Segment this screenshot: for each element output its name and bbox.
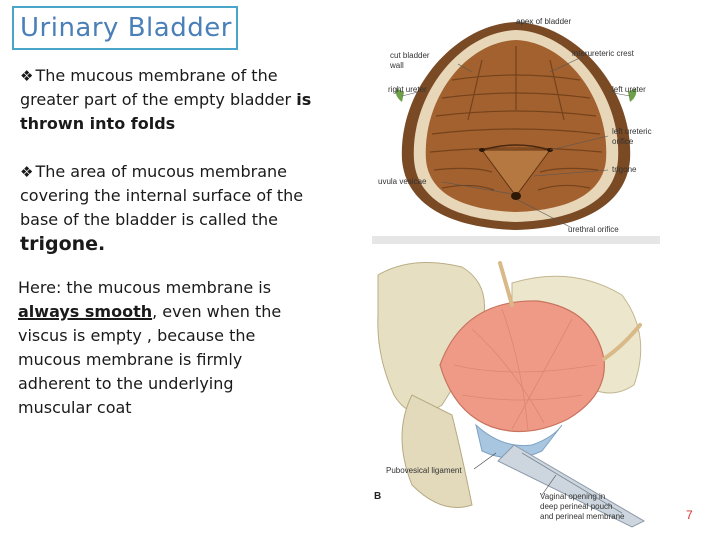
title-box: Urinary Bladder — [12, 6, 238, 50]
label-left-ureter: left ureter — [612, 85, 646, 94]
paragraph-rest: , even when the viscus is empty , becaus… — [18, 302, 282, 417]
bullet-marker: ❖ — [20, 67, 34, 85]
bullet-folds: ❖The mucous membrane of the greater part… — [20, 64, 340, 136]
bullet-trigone: ❖The area of mucous membrane covering th… — [20, 160, 340, 257]
paragraph-intro: Here: the mucous membrane is — [18, 278, 272, 297]
label-interureteric-crest: interureteric crest — [572, 49, 635, 58]
label-vaginal-opening-3: and perineal membrane — [540, 512, 625, 521]
label-left-ureteric-orifice-2: orifice — [612, 137, 634, 146]
always-smooth-text: always smooth — [18, 302, 153, 321]
label-apex: apex of bladder — [516, 17, 571, 26]
label-vaginal-opening-2: deep perineal pouch — [540, 502, 613, 511]
bladder-interior-figure: apex of bladder cut bladder wall interur… — [372, 10, 660, 244]
label-urethral-orifice: urethral orifice — [568, 225, 619, 234]
label-cut-wall-2: wall — [389, 61, 404, 70]
label-left-ureteric-orifice: left ureteric — [612, 127, 652, 136]
label-uvula-vesicae: uvula vesicae — [378, 177, 427, 186]
label-cut-wall: cut bladder — [390, 51, 430, 60]
label-pubovesical-ligament: Pubovesical ligament — [386, 466, 462, 475]
page-number: 7 — [686, 508, 693, 522]
trigone-term: trigone. — [20, 233, 106, 255]
label-trigone: trigone — [612, 165, 637, 174]
bullet-marker: ❖ — [20, 163, 34, 181]
panel-letter: B — [374, 491, 381, 502]
bullet-folds-text: The mucous membrane of the greater part … — [20, 66, 297, 109]
label-vaginal-opening: Vaginal opening in — [540, 492, 605, 501]
slide-title: Urinary Bladder — [20, 13, 232, 43]
bladder-pelvis-figure: Pubovesical ligament B Vaginal opening i… — [372, 255, 668, 530]
smooth-paragraph: Here: the mucous membrane is always smoo… — [18, 276, 288, 420]
label-right-ureter: right ureter — [388, 85, 427, 94]
bullet-folds-bold: is thrown into folds — [20, 90, 312, 133]
bullet-trigone-text: The area of mucous membrane covering the… — [20, 162, 304, 229]
